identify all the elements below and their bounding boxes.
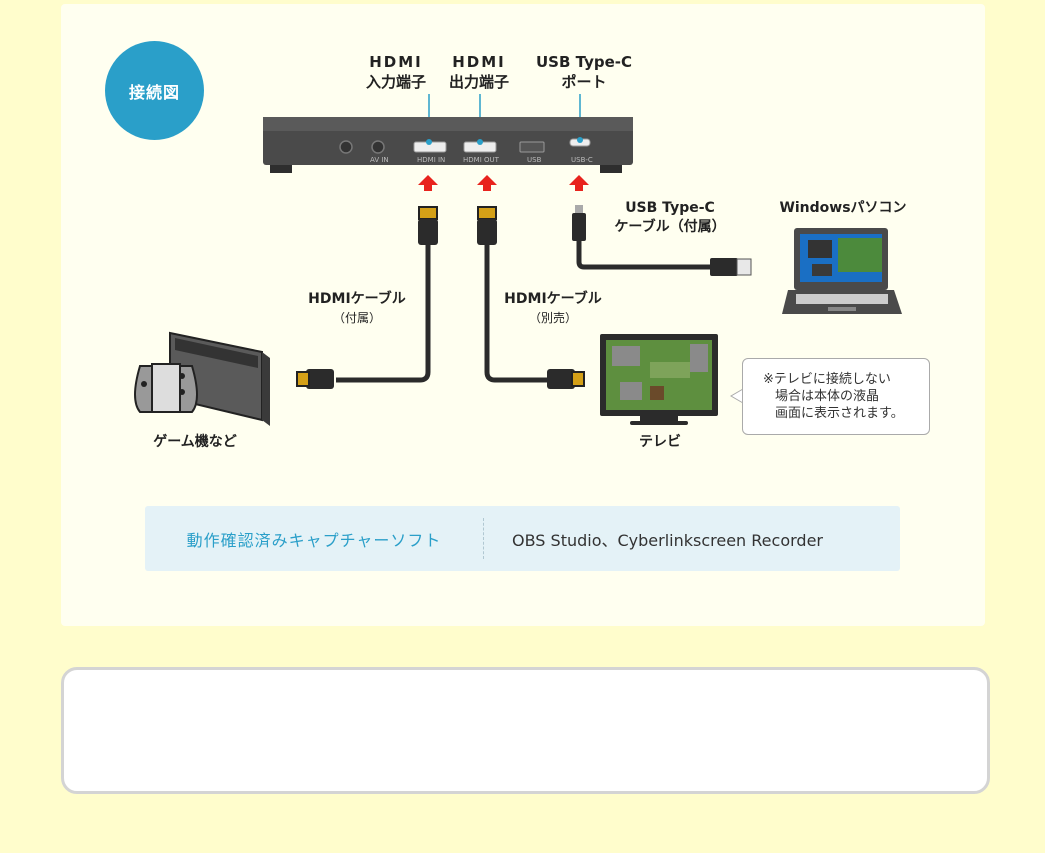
usbc-cable	[572, 205, 752, 276]
usbc-cable-label-line1: USB Type-C	[625, 200, 715, 216]
hdmi-out-cable-label: HDMIケーブル （別売）	[486, 290, 620, 328]
laptop-pc	[782, 228, 902, 314]
arrow-up-icon	[477, 175, 497, 191]
note-pointer	[730, 388, 744, 404]
pc-label: Windowsパソコン	[779, 200, 907, 216]
hdmi-in-label-line1: HDMI	[369, 53, 423, 71]
hdmi-in-cable-label-line1: HDMIケーブル	[308, 291, 406, 307]
hdmi-out-label-line1: HDMI	[452, 53, 506, 71]
hdmi-out-cable-label-line1: HDMIケーブル	[504, 291, 602, 307]
av-in-jack	[371, 140, 385, 154]
usbc-port-label-line1: USB Type-C	[535, 53, 632, 71]
usbc-port-text: USB-C	[571, 156, 593, 164]
tv	[600, 334, 718, 425]
hdmi-in-port-text: HDMI IN	[417, 156, 445, 164]
arrow-up-icon	[418, 175, 438, 191]
av-in-port-text: AV IN	[370, 156, 389, 164]
usbc-cable-label: USB Type-C ケーブル（付属）	[600, 199, 740, 237]
hdmi-out-port-text: HDMI OUT	[463, 156, 500, 164]
hdmi-out-cable-label-line2: （別売）	[528, 311, 577, 325]
game-label: ゲーム機など	[153, 434, 237, 450]
note-line-1: ※テレビに接続しない	[763, 372, 891, 387]
headphone-jack	[339, 140, 353, 154]
hdmi-in-cable-label-line2: （付属）	[332, 311, 381, 325]
tv-label: テレビ	[639, 434, 681, 450]
software-bar: 動作確認済みキャプチャーソフト OBS Studio、Cyberlinkscre…	[145, 506, 900, 571]
hdmi-out-label-line2: 出力端子	[448, 73, 509, 91]
connection-arrows	[418, 175, 589, 191]
capture-device: AV IN HDMI IN HDMI OUT USB USB-C	[263, 117, 633, 173]
usbc-cable-label-line2: ケーブル（付属）	[614, 219, 726, 235]
note-line-3: 画面に表示されます。	[775, 406, 904, 421]
note-line-2: 場合は本体の液晶	[775, 389, 880, 404]
tv-note: ※テレビに接続しない 場合は本体の液晶 画面に表示されます。	[742, 358, 930, 435]
hdmi-in-label: HDMI 入力端子	[355, 52, 437, 92]
hdmi-out-cable	[477, 206, 585, 389]
usbc-port-label: USB Type-C ポート	[524, 52, 644, 92]
software-label: 動作確認済みキャプチャーソフト	[186, 531, 442, 550]
usb-port-text: USB	[527, 156, 542, 164]
badge-label: 接続図	[128, 82, 180, 102]
software-divider	[483, 518, 484, 559]
game-console	[134, 331, 270, 426]
diagram-badge: 接続図	[105, 41, 204, 140]
software-value: OBS Studio、Cyberlinkscreen Recorder	[512, 531, 823, 550]
usbc-port-label-line2: ポート	[561, 73, 607, 91]
hdmi-in-cable-label: HDMIケーブル （付属）	[290, 290, 424, 328]
hdmi-in-cable	[296, 206, 438, 389]
arrow-up-icon	[569, 175, 589, 191]
hdmi-in-label-line2: 入力端子	[365, 73, 426, 91]
hdmi-out-label: HDMI 出力端子	[438, 52, 520, 92]
usb-port	[519, 141, 545, 153]
empty-panel	[61, 667, 990, 794]
